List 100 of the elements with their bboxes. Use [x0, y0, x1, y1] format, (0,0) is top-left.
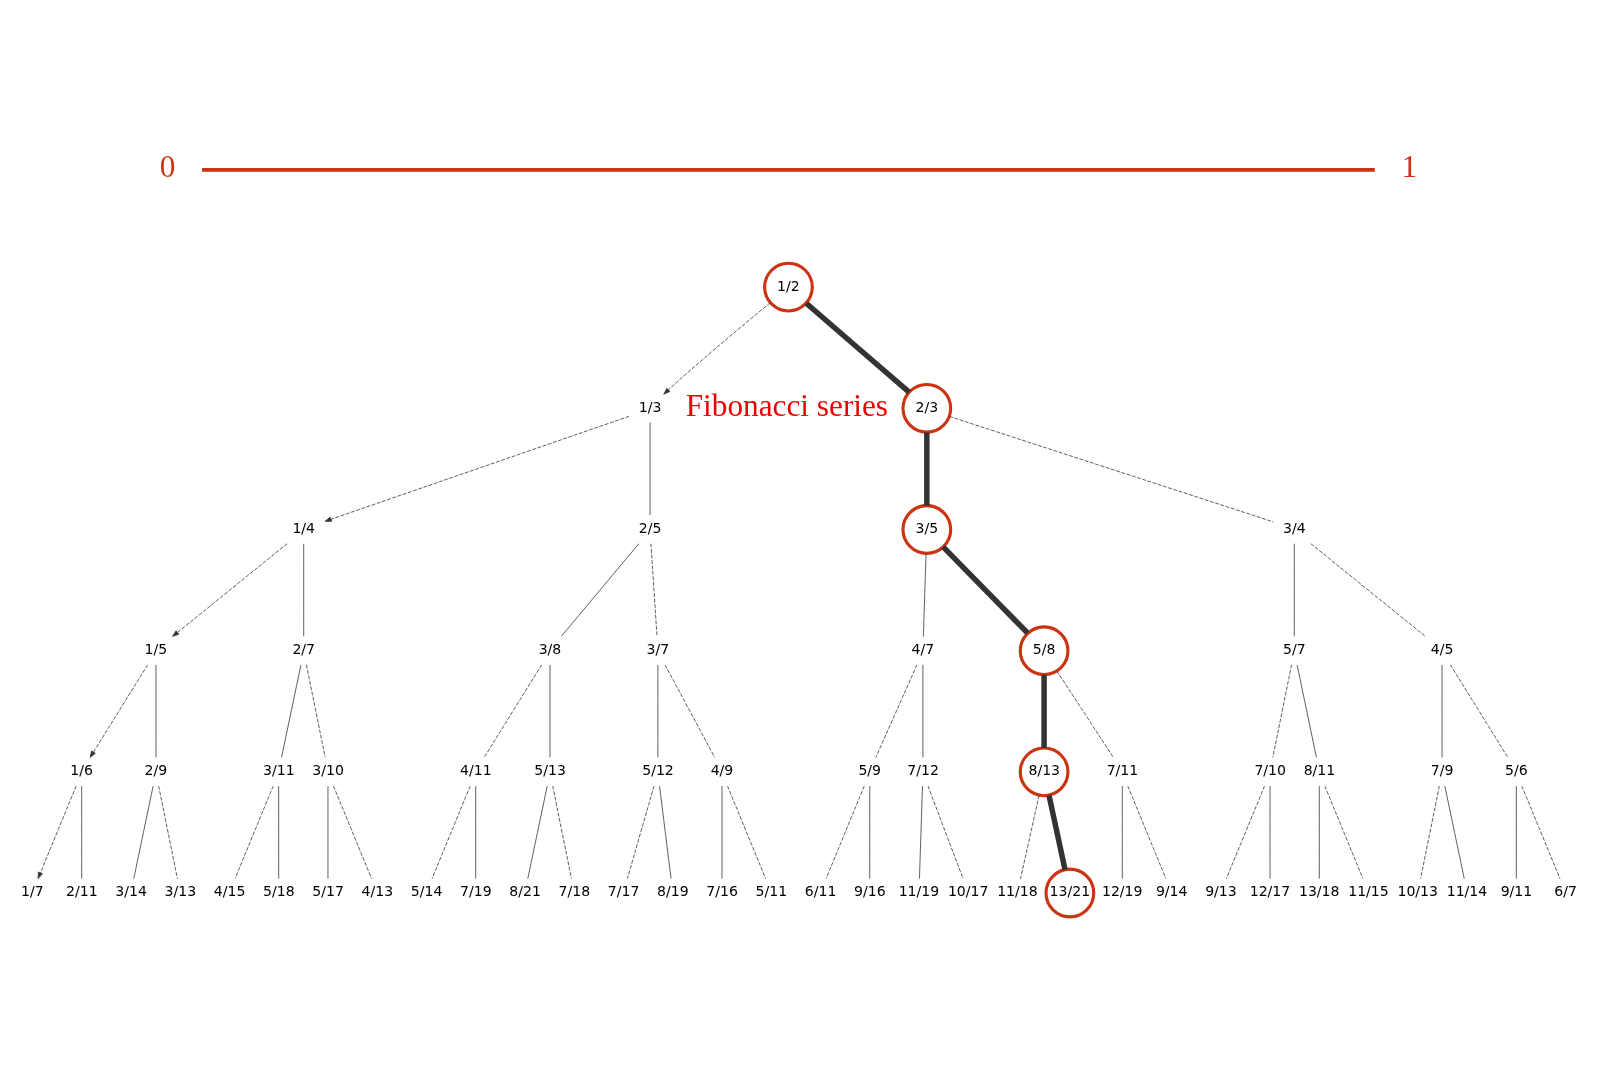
node-text: 3/11 [263, 762, 295, 779]
connector [1020, 795, 1040, 880]
connector [825, 785, 865, 879]
connector [1324, 785, 1364, 879]
node-text: 1/5 [144, 641, 168, 658]
node-text: 4/7 [911, 641, 935, 658]
node-text: 1/7 [21, 883, 44, 900]
connector [1056, 670, 1114, 758]
connector [924, 432, 930, 506]
connector [431, 785, 471, 879]
node-text: 8/11 [1303, 762, 1336, 779]
connector [659, 785, 672, 879]
node-text: 4/9 [710, 762, 734, 779]
connector [1046, 794, 1068, 871]
node-text: 11/19 [898, 883, 940, 900]
node-text: 5/13 [534, 762, 566, 779]
node-text: 1/4 [292, 519, 316, 536]
label: 0 [159, 149, 176, 185]
node-circle: 13/21 [1044, 867, 1096, 919]
connector [650, 543, 658, 637]
connector [627, 785, 655, 879]
node-text: 11/18 [997, 883, 1038, 900]
node-text: 5/14 [410, 883, 443, 900]
node-text: 2/11 [66, 883, 98, 900]
node-text: 1/6 [70, 762, 93, 779]
connector [552, 785, 572, 879]
node-text: 10/13 [1397, 883, 1439, 900]
connector [475, 785, 477, 879]
arrow [37, 785, 77, 879]
node-text: 2/9 [144, 762, 168, 779]
node-text: 9/16 [854, 883, 886, 900]
connector [1515, 785, 1517, 879]
node-text: 7/10 [1254, 762, 1286, 779]
connector [306, 664, 326, 758]
node-text: 3/7 [646, 641, 670, 658]
connector [1121, 785, 1123, 879]
node-text: 12/17 [1249, 883, 1291, 900]
node-text: 6/7 [1554, 883, 1577, 900]
connector [949, 416, 1274, 523]
node-text: 4/11 [460, 762, 492, 779]
node-text: 7/11 [1106, 762, 1139, 779]
connector [303, 543, 305, 637]
arrow [324, 416, 630, 522]
connector [1041, 674, 1047, 748]
node-circle: 5/8 [1018, 625, 1070, 677]
node-text: 5/11 [755, 883, 788, 900]
node-text: 3/13 [164, 883, 197, 900]
connector [1272, 664, 1292, 758]
node-text: 5/6 [1504, 762, 1528, 779]
node-text: 11/14 [1446, 883, 1488, 900]
connector [922, 552, 927, 637]
node-text: 5/7 [1282, 641, 1306, 658]
node-text: 5/12 [642, 762, 674, 779]
connector [333, 785, 372, 879]
node-text: 3/14 [115, 883, 147, 900]
connector [483, 664, 542, 758]
node-text: 8/19 [657, 883, 689, 900]
connector [664, 664, 716, 758]
node-circle: 2/3 [901, 382, 953, 434]
node-text: 5/9 [858, 762, 882, 779]
node-text: 12/19 [1101, 883, 1143, 900]
node-text: 10/17 [947, 883, 989, 900]
node-text: 7/18 [558, 883, 591, 900]
connector [1296, 664, 1317, 758]
node-circle: 1/2 [763, 261, 814, 313]
node-text: 4/15 [213, 883, 246, 900]
node-text: 4/13 [361, 883, 394, 900]
connector [1420, 785, 1440, 879]
node-circle: 8/13 [1018, 746, 1070, 798]
connector [1127, 785, 1167, 879]
node-text: 1/3 [638, 398, 662, 415]
connector [281, 664, 302, 758]
connector [1226, 785, 1265, 879]
node-text: 3/8 [538, 641, 562, 658]
node-text: 3/4 [1282, 519, 1306, 536]
connector [561, 543, 640, 637]
node-text: 3/10 [312, 762, 344, 779]
connector [527, 785, 548, 879]
node-text: 5/18 [263, 883, 295, 900]
node-text: 2/7 [292, 641, 316, 658]
node-text: 7/16 [706, 883, 738, 900]
connector [1521, 785, 1561, 879]
node-text: 7/19 [460, 883, 492, 900]
connector [234, 785, 274, 879]
connector [869, 785, 871, 879]
node-text: 13/18 [1298, 883, 1340, 900]
node-text: 2/5 [638, 519, 662, 536]
connector [81, 785, 83, 879]
node-text: 9/14 [1155, 883, 1188, 900]
connector [133, 785, 154, 879]
connector [1318, 785, 1320, 879]
connector [941, 544, 1030, 635]
label: Fibonacci series [685, 388, 889, 424]
node-text: 7/17 [607, 883, 640, 900]
node-text: 9/13 [1205, 883, 1237, 900]
connector [278, 785, 280, 879]
arrow [172, 543, 288, 637]
node-text: 8/21 [509, 883, 541, 900]
connector [1293, 543, 1295, 637]
label: 1 [1401, 149, 1418, 185]
